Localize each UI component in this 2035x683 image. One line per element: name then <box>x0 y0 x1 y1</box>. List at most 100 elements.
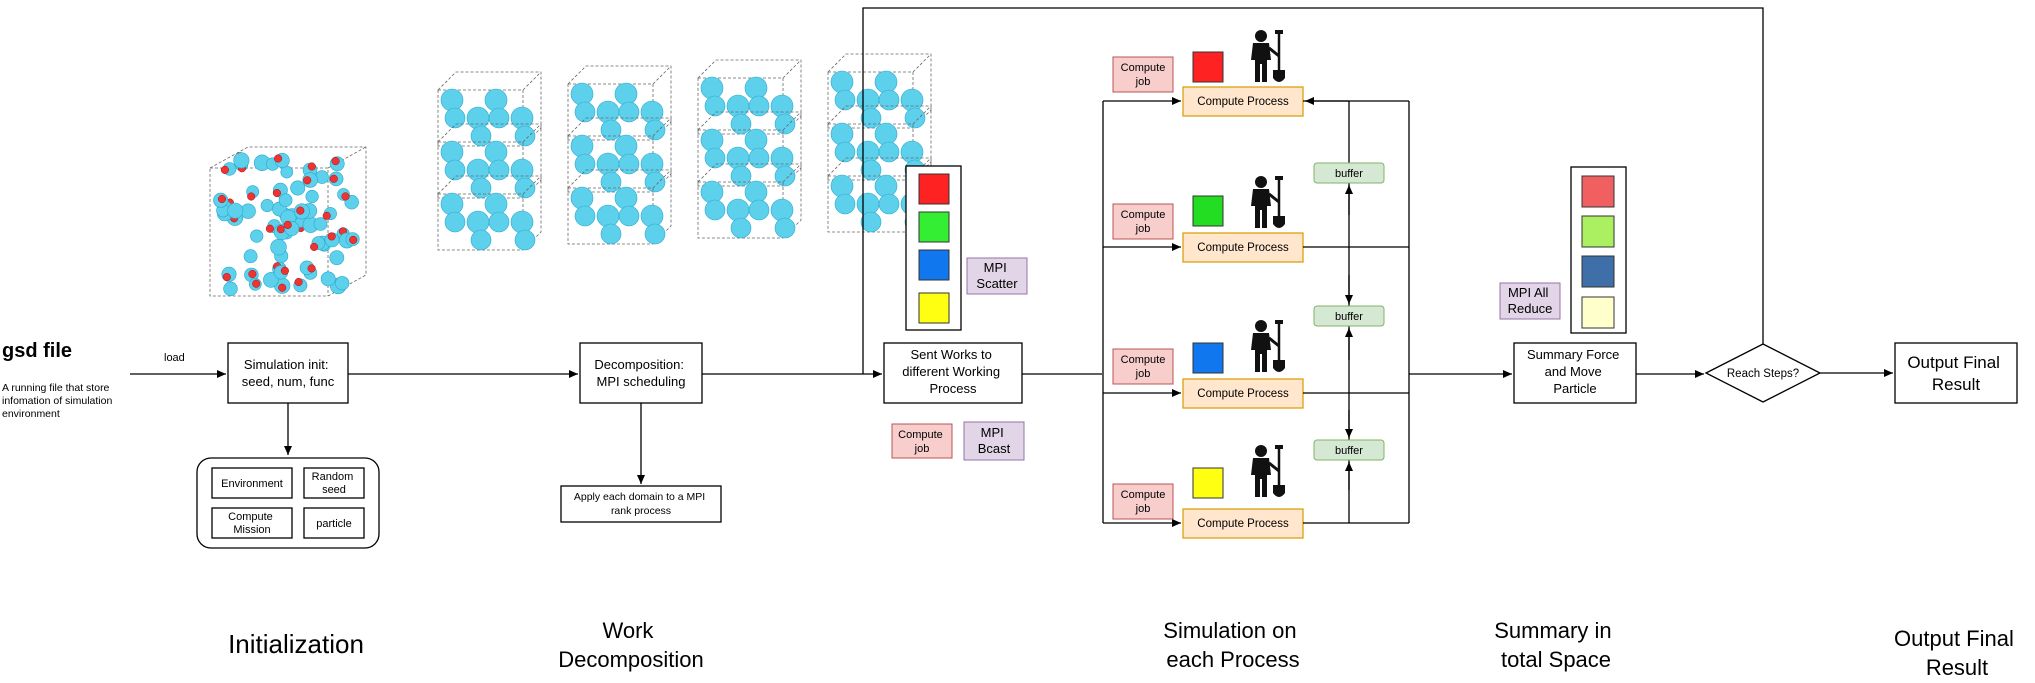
particle-sphere <box>596 152 620 176</box>
sent-works-label: Sent Works to different Working Process <box>902 347 1003 396</box>
particle-sphere <box>774 113 796 135</box>
gsd-file-desc: A running file that store infomation of … <box>2 382 115 420</box>
particle-sphere <box>774 217 796 239</box>
particle-atom <box>307 162 316 171</box>
particle-sphere <box>614 186 638 210</box>
particle-sphere <box>470 177 492 199</box>
compute-process-box <box>1182 378 1304 409</box>
particle-sphere <box>640 204 664 228</box>
particle-atom <box>294 277 303 287</box>
particle-sphere <box>574 153 596 175</box>
stage-output: Output Final Result <box>1894 626 2020 680</box>
particle-sphere <box>878 141 900 163</box>
apply-domain-label: Apply each domain to a MPI rank process <box>574 491 708 517</box>
load-label: load <box>164 352 185 364</box>
compute-process-label: Compute Process <box>1197 242 1289 254</box>
particle-sphere <box>860 211 882 233</box>
particle-sphere <box>856 88 880 112</box>
random-seed-item <box>303 467 365 499</box>
particle-atom <box>349 235 358 244</box>
buffer-box-1 <box>1313 162 1385 184</box>
sent-compute-job-badge <box>891 423 953 459</box>
particle-atom <box>322 211 331 220</box>
summary-force-box <box>1513 342 1637 404</box>
particle-sphere <box>900 140 924 164</box>
particle-sphere <box>748 199 770 221</box>
particle-sphere <box>596 100 620 124</box>
particle-sphere <box>770 146 794 170</box>
particle-sphere <box>600 119 622 141</box>
particle-sphere <box>488 107 510 129</box>
particle-sphere <box>860 107 882 129</box>
particle-atom <box>222 273 231 282</box>
scatter-swatch-yellow <box>918 292 950 324</box>
particle-sphere <box>243 249 258 264</box>
particle-atom <box>217 194 227 204</box>
worker-icon <box>1251 445 1285 497</box>
particle-atom <box>248 269 257 279</box>
mpi-allreduce-label: MPI All Reduce <box>1508 285 1553 316</box>
particle-sphere <box>320 271 336 287</box>
particle-sphere <box>744 128 768 152</box>
stage-summary: Summary in total Space <box>1494 618 1617 672</box>
summary-swatch-yellow <box>1581 296 1615 329</box>
compute-job-badge <box>1112 203 1174 240</box>
summary-swatch-green <box>1581 215 1615 248</box>
buffer-label-1: buffer <box>1335 168 1363 180</box>
particle-sphere <box>874 122 898 146</box>
random-seed-item-label: Random seed <box>312 471 357 496</box>
particle-sphere <box>263 272 279 288</box>
particle-sphere <box>878 193 900 215</box>
particle-sphere <box>830 122 854 146</box>
particle-sphere <box>644 223 666 245</box>
particle-sphere <box>305 189 319 204</box>
scatter-swatch-blue <box>918 249 950 281</box>
particle-sphere <box>748 95 770 117</box>
particle-item-label: particle <box>316 518 351 530</box>
compute-job-badge <box>1112 56 1174 93</box>
environment-item <box>211 467 293 499</box>
particle-sphere <box>570 82 594 106</box>
stage-initialization: Initialization <box>228 629 364 659</box>
particle-sphere <box>278 193 293 207</box>
particle-atom <box>329 174 338 183</box>
particle-sphere <box>830 174 854 198</box>
particle-sphere <box>856 140 880 164</box>
particle-sphere <box>726 146 750 170</box>
particle-sphere <box>570 134 594 158</box>
particle-atom <box>327 232 336 241</box>
particle-sphere <box>774 165 796 187</box>
simulation-init-box <box>227 342 349 404</box>
particle-sphere <box>700 180 724 204</box>
particle-item <box>303 507 365 539</box>
loop-back-line <box>862 7 1764 374</box>
compute-mission-item-label: Compute Mission <box>228 511 276 536</box>
particle-sphere <box>614 134 638 158</box>
particle-sphere <box>704 199 726 221</box>
particle-atom <box>247 192 256 201</box>
worker-icon <box>1251 176 1285 228</box>
particle-sphere <box>834 89 856 111</box>
particle-sphere <box>470 229 492 251</box>
compute-job-badge <box>1112 483 1174 520</box>
summary-swatch-blue <box>1581 255 1615 288</box>
particle-sphere <box>744 180 768 204</box>
stage-work-decomposition: Work Decomposition <box>558 618 704 672</box>
particle-sphere <box>596 204 620 228</box>
particle-sphere <box>600 171 622 193</box>
summary-force-label: Summary Force and Move Particle <box>1527 347 1623 396</box>
particle-sphere <box>744 76 768 100</box>
particle-sphere <box>233 152 250 169</box>
process-color-swatch <box>1192 467 1224 499</box>
particle-sphere <box>223 281 238 296</box>
particle-atom <box>310 242 319 251</box>
sent-works-box <box>883 342 1023 404</box>
particle-sphere <box>466 106 490 130</box>
particle-sphere <box>470 125 492 147</box>
particle-atom <box>303 176 312 185</box>
particle-atom <box>220 165 229 174</box>
